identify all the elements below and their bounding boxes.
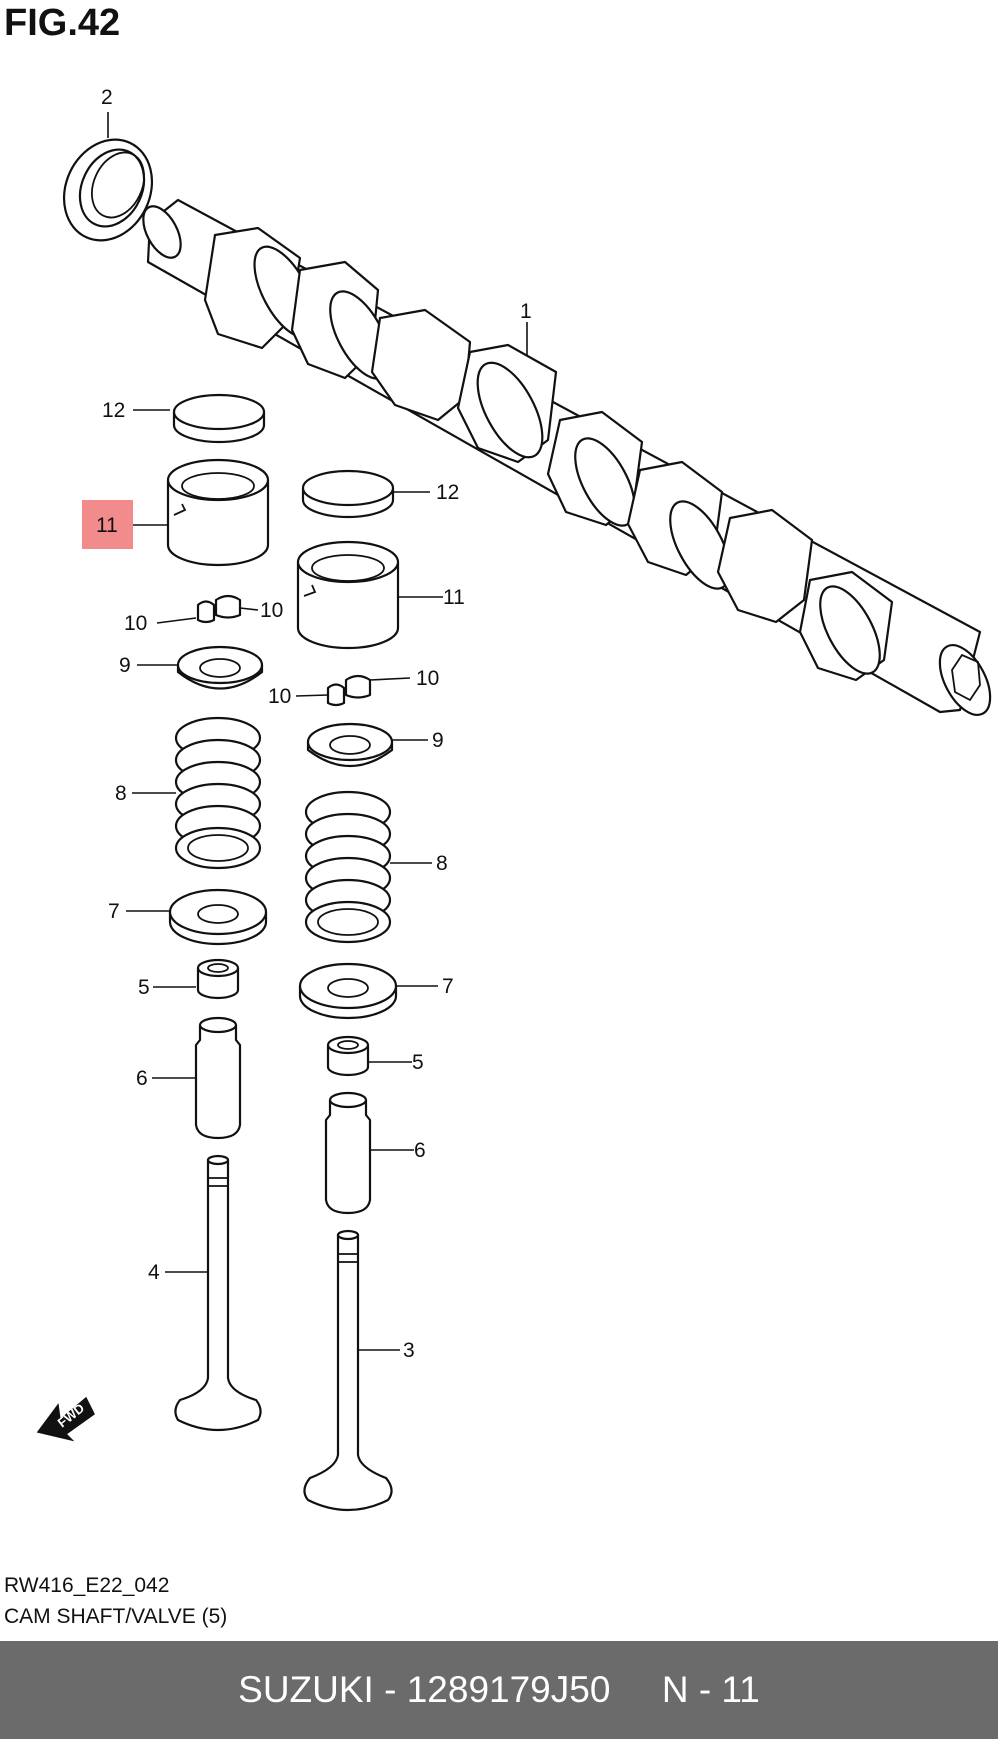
callout-1: 1 — [520, 300, 532, 323]
stem-seal-left — [196, 958, 240, 1000]
valve-spring-left — [174, 716, 262, 870]
callout-4: 4 — [148, 1261, 160, 1284]
spring-retainer-right — [306, 722, 394, 768]
callout-6-left: 6 — [136, 1067, 148, 1090]
valve-cotters-left — [196, 594, 242, 624]
valve-spring-right — [304, 790, 392, 944]
callout-11-left: 11 — [96, 514, 118, 537]
callout-11-right: 11 — [443, 586, 465, 609]
callout-12-left: 12 — [102, 399, 125, 422]
callout-6-right: 6 — [414, 1139, 426, 1162]
fwd-arrow-icon: FWD — [36, 1396, 95, 1442]
spring-retainer-left — [176, 645, 264, 690]
callout-labels: 2 1 12 12 11 11 10 10 10 10 9 9 8 8 7 7 … — [96, 86, 532, 1362]
callout-10-right-b: 10 — [416, 667, 439, 690]
callout-5-left: 5 — [138, 976, 150, 999]
camshaft-lobes — [203, 226, 894, 682]
callout-7-right: 7 — [442, 975, 454, 998]
intake-valve — [303, 1229, 393, 1512]
callout-8-left: 8 — [115, 782, 127, 805]
callout-3: 3 — [403, 1339, 415, 1362]
spring-seat-right — [298, 962, 398, 1020]
diagram-code: RW416_E22_042 — [4, 1574, 170, 1597]
callout-5-right: 5 — [412, 1051, 424, 1074]
callout-9-right: 9 — [432, 729, 444, 752]
footer-text: SUZUKI - 1289179J50 N - 11 — [238, 1669, 760, 1710]
callout-8-right: 8 — [436, 852, 448, 875]
callout-12-right: 12 — [436, 481, 459, 504]
callout-10-left-a: 10 — [124, 612, 147, 635]
callout-9-left: 9 — [119, 654, 131, 677]
highlight-box — [82, 500, 133, 549]
callout-2: 2 — [101, 86, 113, 109]
camshaft — [142, 198, 992, 716]
callout-7-left: 7 — [108, 900, 120, 923]
tappet-right — [296, 540, 400, 650]
callout-10-right-a: 10 — [268, 685, 291, 708]
callout-10-left-b: 10 — [260, 599, 283, 622]
stem-seal-right — [326, 1035, 370, 1077]
valve-guide-right — [324, 1091, 372, 1215]
figure-title: FIG.42 — [4, 2, 121, 44]
shim-left — [172, 393, 266, 444]
leader-lines — [107, 112, 528, 1351]
spring-seat-left — [168, 888, 268, 946]
shim-right — [301, 469, 395, 519]
exhaust-valve — [174, 1154, 262, 1432]
valve-guide-left — [194, 1016, 242, 1140]
tappet-left — [166, 458, 270, 567]
oil-seal — [62, 138, 154, 242]
valve-cotters-right — [326, 674, 372, 707]
footer-bar: SUZUKI - 1289179J50 N - 11 — [0, 1641, 998, 1739]
camshaft-valve-exploded-diagram: FWD 2 1 12 12 11 11 10 10 1 — [36, 86, 992, 1512]
diagram-caption: CAM SHAFT/VALVE (5) — [4, 1605, 228, 1628]
